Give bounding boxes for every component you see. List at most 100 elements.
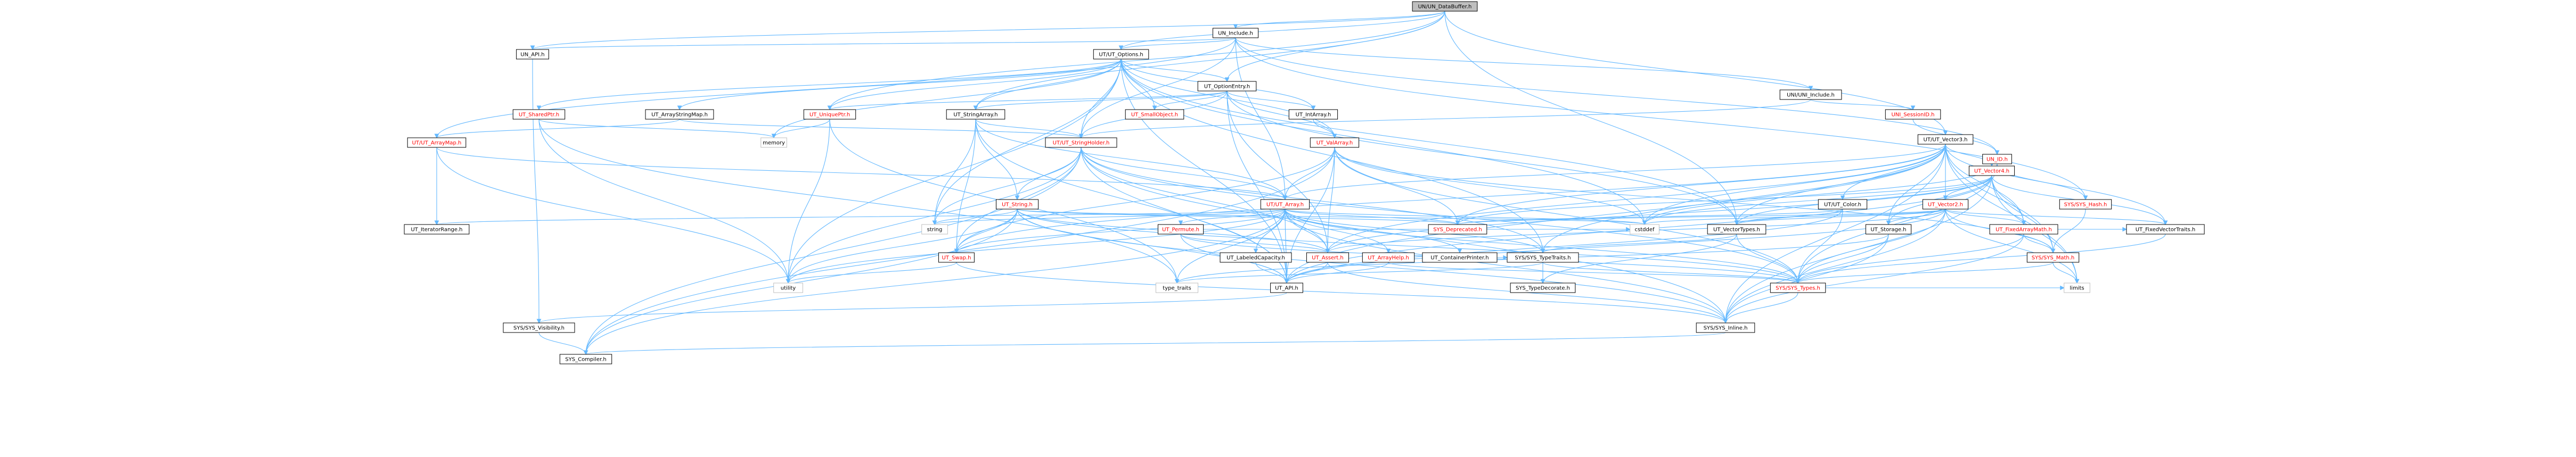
node-label: UT_IteratorRange.h [411,227,462,233]
node-label: UT_UniquePtr.h [809,112,850,118]
node-uni-sessionid[interactable]: UNI_SessionID.h [1885,109,1941,120]
node-ut-fixedarraymath[interactable]: UT_FixedArrayMath.h [1989,224,2058,235]
node-sys-deprecated[interactable]: SYS_Deprecated.h [1428,224,1487,235]
edge-arrowhead [1118,45,1124,51]
node-box [1155,282,1198,293]
node-label: SYS/SYS_Math.h [2032,255,2075,261]
edge-ut-vector2-to-limits [1945,209,2078,284]
node-ut-api[interactable]: UT_API.h [1270,282,1303,293]
node-limits[interactable]: limits [2064,282,2090,293]
node-type-traits[interactable]: type_traits [1155,282,1198,293]
edge-arrowhead [1734,220,1739,226]
node-sys-inline[interactable]: SYS/SYS_Inline.h [1696,322,1755,333]
node-ut-smallobject[interactable]: UT_SmallObject.h [1125,109,1184,120]
edge-ut-stringholder-to-ut-string [1017,147,1082,200]
edge-sys-inline-to-sys-compiler [585,332,1726,355]
node-box [512,109,566,120]
edge-ut-color-to-sys-types [1797,209,1843,284]
edge-ut-options-to-ut-optionentry [1121,59,1228,82]
node-ut-iteratorrange[interactable]: UT_IteratorRange.h [404,224,470,235]
edge-ut-fixedarraymath-to-sys-types [1797,234,2024,284]
edge-arrowhead [2122,227,2128,232]
edge-ut-uniqueptr-to-memory [773,119,830,138]
node-ut-string[interactable]: UT_String.h [996,199,1039,210]
edge-ut-vector2-to-ut-fixedvectortraits [1945,209,2166,225]
node-uni-include[interactable]: UNI/UNI_Include.h [1779,89,1842,100]
edge-ut-vector2-to-cstddef [1644,209,1946,225]
edge-un-include-to-ut-options [1121,37,1236,50]
edge-arrowhead [2060,285,2065,290]
edge-ut-valarray-to-ut-assert [1327,147,1335,253]
node-ut-arraystringmap[interactable]: UT_ArrayStringMap.h [645,109,714,120]
node-ut-permute[interactable]: UT_Permute.h [1157,224,1204,235]
node-utility[interactable]: utility [773,282,803,293]
node-ut-array[interactable]: UT/UT_Array.h [1260,199,1310,210]
node-box [1220,252,1292,263]
node-root[interactable]: UN/UN_DataBuffer.h [1412,1,1478,12]
node-label: utility [781,286,796,292]
node-label: type_traits [1163,286,1191,292]
edge-ut-stringholder-to-sys-types [1081,147,1798,284]
node-ut-vector4[interactable]: UT_Vector4.h [1968,165,2015,176]
node-ut-intarray[interactable]: UT_IntArray.h [1288,109,1338,120]
edge-arrowhead [434,220,439,226]
node-label: UT/UT_ArrayMap.h [412,140,462,146]
node-ut-vector3[interactable]: UT/UT_Vector3.h [1917,134,1974,145]
edge-arrowhead [1840,195,1845,201]
edge-ut-vector3-to-ut-array [1285,144,1946,200]
node-ut-color[interactable]: UT/UT_Color.h [1818,199,1868,210]
node-sys-hash[interactable]: SYS/SYS_Hash.h [2059,199,2112,210]
node-ut-stringholder[interactable]: UT/UT_StringHolder.h [1045,137,1117,148]
node-label: limits [2070,286,2084,292]
node-ut-optionentry[interactable]: UT_OptionEntry.h [1197,81,1257,92]
node-sys-compiler[interactable]: SYS_Compiler.h [559,354,612,364]
edge-ut-stringarray-to-string [934,119,976,225]
node-ut-labeledcapacity[interactable]: UT_LabeledCapacity.h [1220,252,1292,263]
node-box [2126,224,2205,235]
edge-arrowhead [1253,248,1258,254]
node-sys-visibility[interactable]: SYS/SYS_Visibility.h [503,322,575,333]
node-un-api[interactable]: UN_API.h [516,49,549,60]
node-box [559,354,612,364]
edge-ut-swap-to-utility [788,262,957,284]
node-ut-containerprinter[interactable]: UT_ContainerPrinter.h [1422,252,1498,263]
node-string[interactable]: string [921,224,948,235]
node-label: UT_StringArray.h [953,112,997,118]
edge-ut-options-to-sys-typetraits [1121,59,1543,253]
node-label: SYS/SYS_Hash.h [2064,202,2107,208]
node-ut-arraymap[interactable]: UT/UT_ArrayMap.h [407,137,467,148]
edge-ut-array-to-ut-permute [1180,209,1286,225]
node-sys-types[interactable]: SYS/SYS_Types.h [1770,282,1826,293]
node-cstddef[interactable]: cstddef [1630,224,1659,235]
edge-arrowhead [1332,134,1337,139]
edge-ut-arraymap-to-utility [436,147,789,284]
node-ut-stringarray[interactable]: UT_StringArray.h [946,109,1005,120]
edge-ut-array-to-sys-types [1285,209,1798,284]
node-ut-valarray[interactable]: UT_ValArray.h [1310,137,1360,148]
node-ut-vector2[interactable]: UT_Vector2.h [1922,199,1969,210]
node-label: UT_FixedArrayMath.h [1996,227,2052,233]
edge-ut-array-to-ut-api [1285,209,1287,284]
node-ut-fixedvectortraits[interactable]: UT_FixedVectorTraits.h [2126,224,2205,235]
node-box [1125,109,1184,120]
node-box [1630,224,1659,235]
node-ut-uniqueptr[interactable]: UT_UniquePtr.h [803,109,856,120]
node-ut-storage[interactable]: UT_Storage.h [1865,224,1912,235]
node-ut-vectortypes[interactable]: UT_VectorTypes.h [1707,224,1767,235]
edge-ut-vector3-to-sys-deprecated [1457,144,1946,225]
node-ut-options[interactable]: UT/UT_Options.h [1093,49,1149,60]
node-sys-math[interactable]: SYS/SYS_Math.h [2026,252,2080,263]
node-ut-assert[interactable]: UT_Assert.h [1306,252,1349,263]
node-un-include[interactable]: UN_Include.h [1212,28,1259,38]
edge-ut-vector4-to-ut-assert [1327,175,1992,253]
node-ut-sharedptr[interactable]: UT_SharedPtr.h [512,109,566,120]
edge-ut-color-to-sys-deprecated [1457,209,1843,225]
node-ut-swap[interactable]: UT_Swap.h [938,252,975,263]
node-ut-arrayhelp[interactable]: UT_ArrayHelp.h [1362,252,1415,263]
edge-ut-stringarray-to-ut-swap [956,119,976,253]
node-memory[interactable]: memory [760,137,787,148]
node-sys-typetraits[interactable]: SYS/SYS_TypeTraits.h [1507,252,1579,263]
node-sys-typedecorate[interactable]: SYS_TypeDecorate.h [1510,282,1576,293]
edge-root-to-un-api [532,11,1445,50]
node-un-id[interactable]: UN_ID.h [1982,154,2012,164]
